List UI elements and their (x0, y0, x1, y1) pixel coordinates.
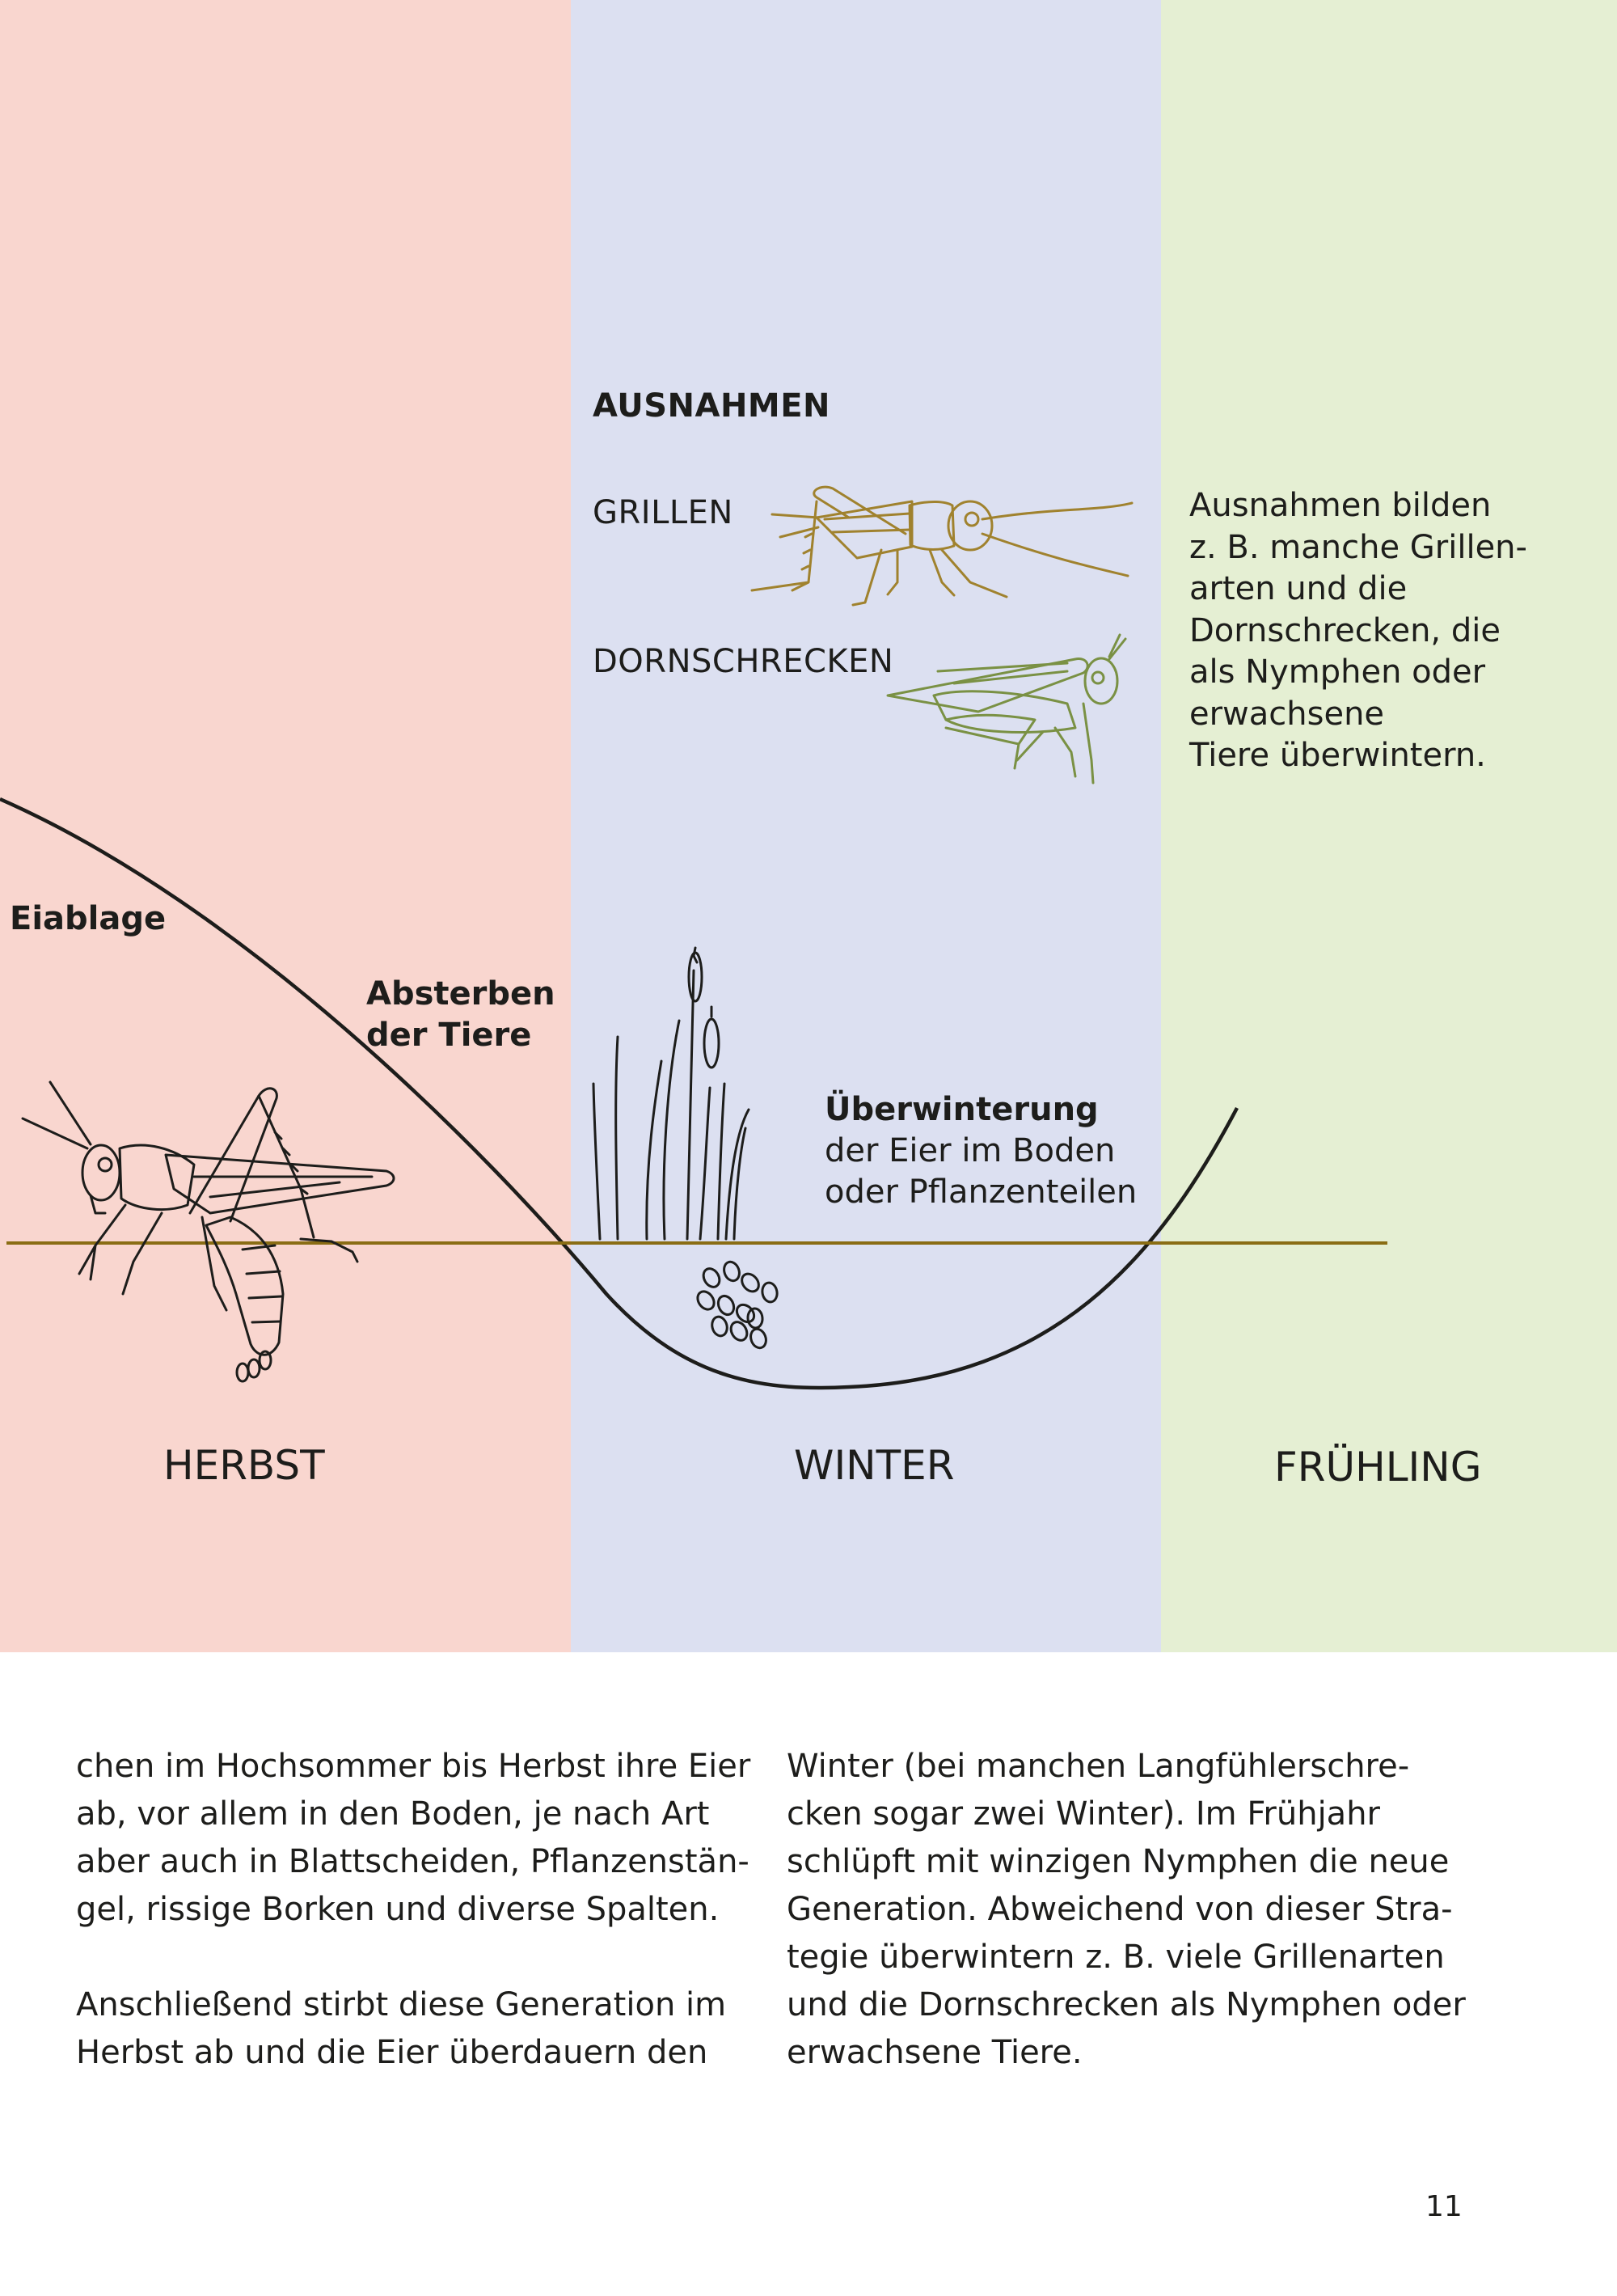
eggs-icon (696, 1260, 779, 1350)
overwintering-title: Überwinterung (825, 1091, 1099, 1128)
season-band-fruehling (1161, 0, 1617, 1652)
body-text-right: Winter (bei manchen Langfühlerschre- cke… (787, 1743, 1466, 2125)
season-band-herbst (0, 0, 571, 1652)
exceptions-title: AUSNAHMEN (593, 387, 831, 425)
grasshopper-laying-eggs-icon (21, 1080, 395, 1383)
crickets-label: GRILLEN (593, 494, 733, 531)
exceptions-note: Ausnahmen bilden z. B. manche Grillen- a… (1189, 487, 1527, 774)
body-text-left: chen im Hochsommer bis Herbst ihre Eier … (76, 1743, 755, 2125)
groundhoppers-label: DORNSCHRECKEN (593, 643, 894, 680)
paragraph: chen im Hochsommer bis Herbst ihre Eier … (76, 1748, 751, 1928)
life-cycle-curve (0, 797, 1239, 1390)
page-number: 11 (1425, 2190, 1463, 2223)
reed-plants-icon (592, 946, 750, 1241)
groundhopper-icon (886, 633, 1127, 784)
cricket-icon (750, 485, 1134, 607)
season-label-fruehling: FRÜHLING (1274, 1444, 1482, 1490)
life-cycle-diagram (0, 485, 1387, 1390)
paragraph: Anschließend stirbt diese Generation im … (76, 1986, 727, 2071)
overwintering-detail: der Eier im Boden oder Pflanzenteilen (825, 1132, 1138, 1211)
season-label-herbst: HERBST (163, 1442, 325, 1489)
overwintering-label: Überwinterung der Eier im Boden oder Pfl… (825, 1089, 1137, 1213)
egg-laying-label: Eiablage (10, 900, 167, 937)
dying-off-label: Absterben der Tiere (366, 975, 555, 1054)
season-band-winter (571, 0, 1161, 1652)
season-label-winter: WINTER (794, 1442, 955, 1489)
paragraph: Winter (bei manchen Langfühlerschre- cke… (787, 1748, 1466, 2071)
